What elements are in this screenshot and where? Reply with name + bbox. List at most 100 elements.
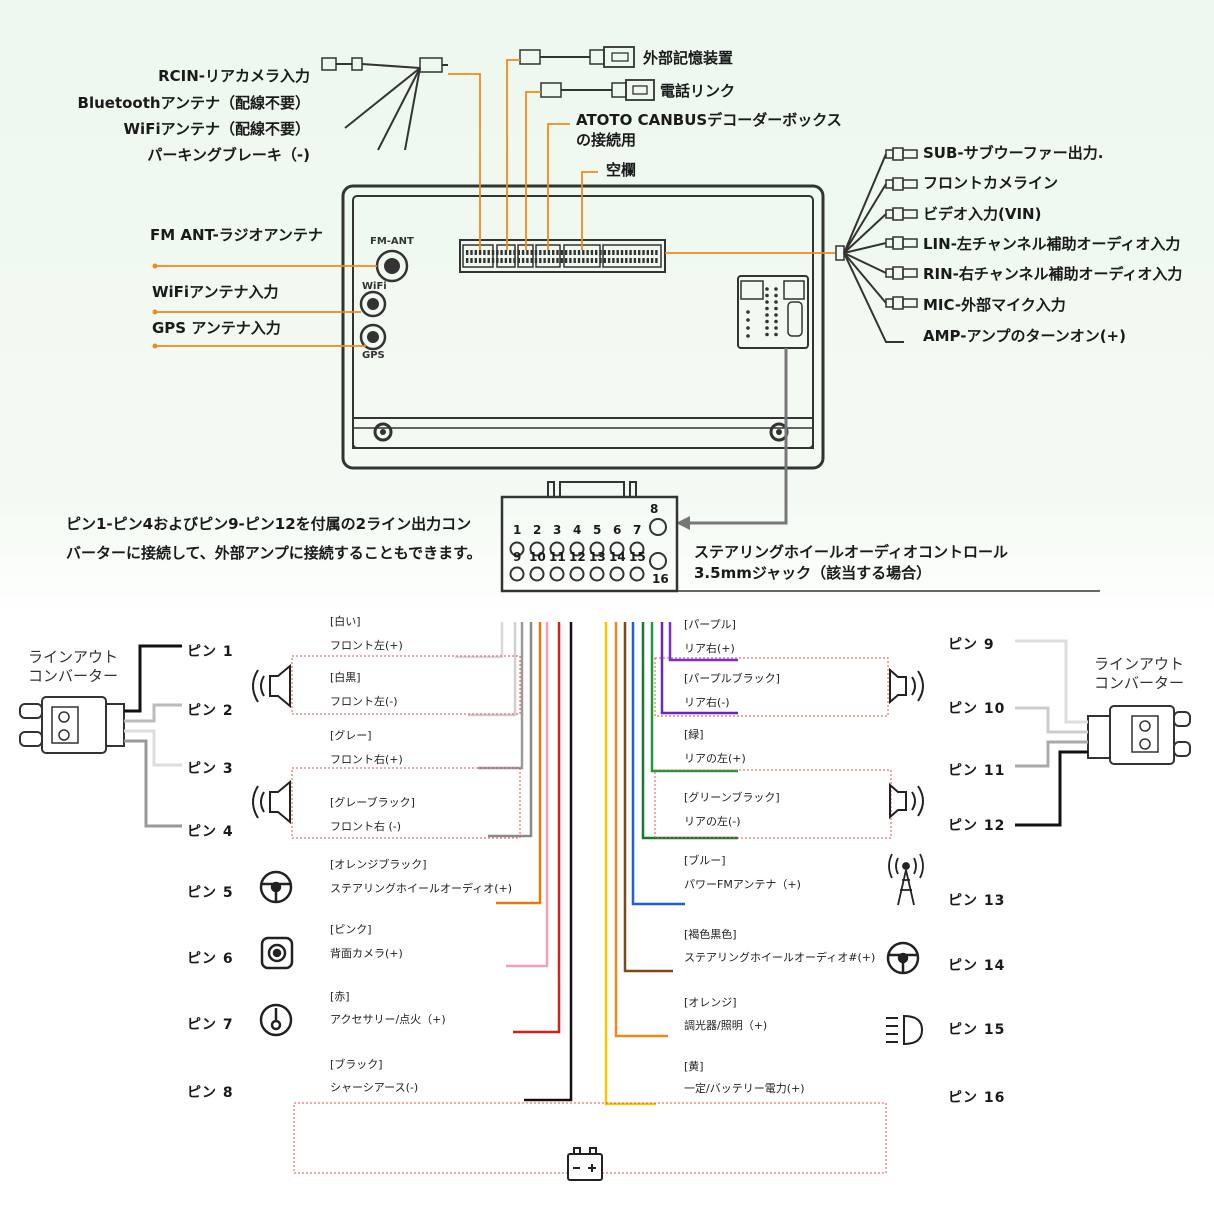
steering-pin xyxy=(629,541,645,557)
pin-2-desc: フロント左(-) xyxy=(330,695,398,708)
connector-pin xyxy=(564,250,568,255)
connector-pin xyxy=(599,258,602,263)
steering-pin xyxy=(549,566,565,582)
pin-8-desc: シャーシアース(-) xyxy=(330,1081,419,1094)
iso-pin xyxy=(774,300,778,304)
connector-pin xyxy=(547,258,551,263)
connector-pin xyxy=(491,258,495,263)
connector-pin xyxy=(543,258,546,263)
left-converter-line-2: コンバーター xyxy=(27,666,118,685)
connector-pin xyxy=(526,250,529,255)
connector-pin xyxy=(547,250,551,255)
front-camera-label: フロントカメライン xyxy=(923,174,1059,192)
connector-pin xyxy=(517,258,520,263)
steering-pin xyxy=(589,566,605,582)
pin-10-desc: リア右(-) xyxy=(684,696,730,709)
rca-plug xyxy=(892,147,904,161)
wire-11 xyxy=(650,622,738,773)
rin-label: RIN-右チャンネル補助オーディオ入力 xyxy=(923,265,1183,283)
steering-gray-line xyxy=(690,348,788,525)
empty-orange-line xyxy=(581,171,598,250)
pin-16-label: ピン 16 xyxy=(948,1090,1006,1106)
pin-5-color: [オレンジブラック] xyxy=(330,858,427,871)
pin-7-color: [赤] xyxy=(330,990,350,1003)
wire-14 xyxy=(623,622,673,973)
steering-wheel-icon xyxy=(886,941,920,975)
connector-pin xyxy=(620,250,624,255)
connector-pin xyxy=(466,250,469,255)
steering-pin xyxy=(649,518,667,536)
pin-10-color: [パープルブラック] xyxy=(684,672,780,685)
wire-6 xyxy=(506,622,549,968)
rca-plug xyxy=(902,298,918,308)
steering-pin-number: 5 xyxy=(593,523,602,537)
connector-pin xyxy=(582,250,585,255)
pin-12-desc: リアの左(-) xyxy=(684,815,741,828)
fm-antenna-label: FM ANT-ラジオアンテナ xyxy=(150,226,323,244)
pin-7-desc: アクセサリー/点火（+) xyxy=(330,1013,446,1026)
rca-plug xyxy=(892,296,904,310)
steering-pin-number: 9 xyxy=(513,550,522,564)
fm-port-label: FM-ANT xyxy=(370,236,414,247)
rca-plug xyxy=(885,149,894,159)
external-storage-label: 外部記憶装置 xyxy=(643,49,734,67)
speaker-icon xyxy=(252,663,291,709)
connector-pin xyxy=(616,258,619,263)
connector-pin xyxy=(569,258,572,263)
connector-pin xyxy=(526,258,529,263)
steering-16pin-connector xyxy=(500,481,679,593)
connector-pin xyxy=(534,258,538,263)
connector-pin xyxy=(500,250,503,255)
steering-pin-number: 7 xyxy=(633,523,642,537)
wire-16 xyxy=(604,622,656,1106)
dashed-groups xyxy=(291,655,892,1174)
pin-6-desc: 背面カメラ(+) xyxy=(330,947,403,960)
pin-13-color: [ブルー] xyxy=(684,854,726,867)
canbus-label-1: ATOTO CANBUSデコーダーボックス xyxy=(576,111,842,129)
left-wire-bundle xyxy=(455,622,573,1102)
left-converter-line-1: ラインアウト xyxy=(27,648,118,666)
connector-pin xyxy=(573,258,576,263)
steering-pin xyxy=(509,541,525,557)
antenna-tower-icon xyxy=(888,853,924,906)
connector-pin xyxy=(612,250,615,255)
pin-2-label: ピン 2 xyxy=(187,703,234,719)
steering-pin xyxy=(529,541,545,557)
fm-ant-port xyxy=(375,249,409,283)
top-left-harness xyxy=(321,57,448,151)
steering-pin xyxy=(569,566,585,582)
connector-pin xyxy=(509,250,512,255)
steering-pin-number: 10 xyxy=(529,550,546,564)
connector-pin xyxy=(474,250,477,255)
connector-pin xyxy=(650,250,654,255)
rca-plug xyxy=(902,268,918,278)
phone-link-connector xyxy=(540,79,655,101)
pin-8-label: ピン 8 xyxy=(187,1085,234,1101)
connector-pin xyxy=(616,250,619,255)
connector-pin xyxy=(560,250,563,255)
connector-pin xyxy=(517,250,520,255)
connector-pin xyxy=(474,258,477,263)
connector-pin xyxy=(629,250,632,255)
steering-pin xyxy=(649,552,667,570)
steering-pin xyxy=(509,566,525,582)
connector-pin xyxy=(504,258,508,263)
pin-9-desc: リア右(+) xyxy=(684,642,735,655)
left-line-out-converter xyxy=(19,696,125,754)
iso-pin xyxy=(765,319,769,324)
steering-pin xyxy=(629,566,645,582)
steering-pin-number: 11 xyxy=(549,550,566,564)
connector-pin xyxy=(521,258,525,263)
pin-11-label: ピン 11 xyxy=(948,763,1006,779)
connector-pin xyxy=(560,258,563,263)
rcin-orange-line xyxy=(448,73,481,250)
connector-pin xyxy=(470,250,473,255)
connector-pin xyxy=(655,250,658,255)
lin-label: LIN-左チャンネル補助オーディオ入力 xyxy=(923,235,1181,253)
wifi-harness-label: WiFiアンテナ（配線不要） xyxy=(123,120,310,138)
ignition-key-icon xyxy=(259,1003,293,1037)
connector-pin xyxy=(607,250,611,255)
connector-pin xyxy=(633,250,637,255)
wire-15 xyxy=(614,622,668,1038)
pin-1-desc: フロント左(+) xyxy=(330,639,403,652)
